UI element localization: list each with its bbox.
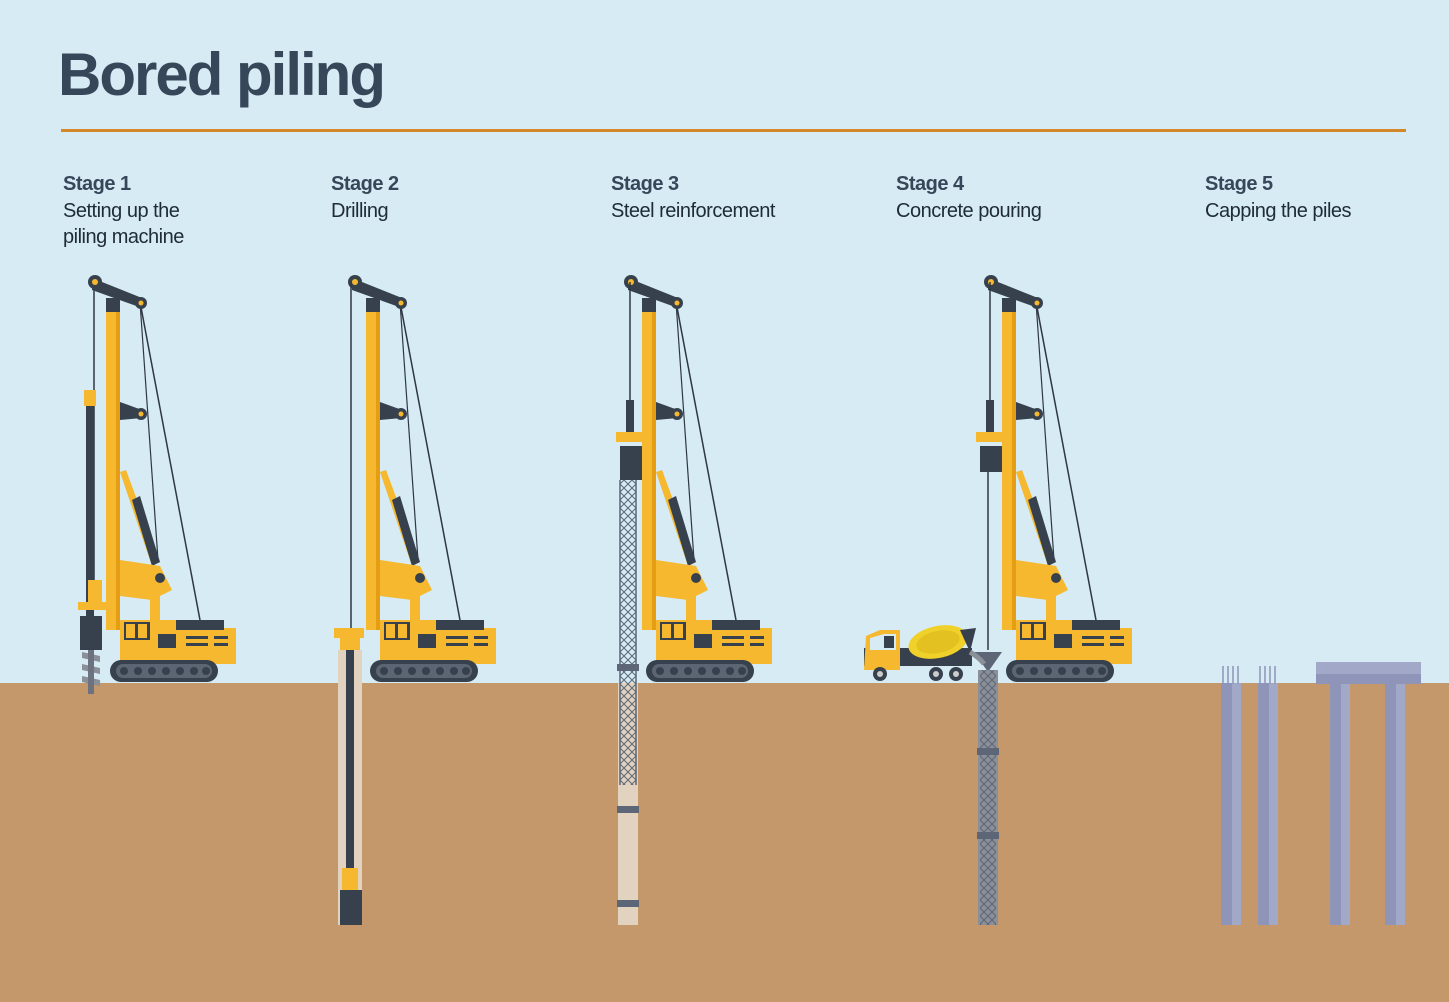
concrete-mixer-truck [864, 625, 987, 681]
ground [0, 683, 1449, 1002]
stage-3-description: Steel reinforcement [611, 198, 775, 224]
stage-1-description: Setting up the piling machine [63, 198, 184, 250]
stage-4-description: Concrete pouring [896, 198, 1042, 224]
stage-5-caption: Stage 5 Capping the piles [1205, 173, 1352, 224]
stage-3-label: Stage 3 [611, 173, 679, 195]
stage-5-label: Stage 5 [1205, 173, 1273, 195]
stage-1-label: Stage 1 [63, 173, 131, 195]
page-title: Bored piling [58, 41, 386, 108]
stage-5-desc-line-1: Capping the piles [1205, 200, 1352, 222]
stage-1-desc-line-1: Setting up the [63, 200, 180, 222]
stage-4-caption: Stage 4 Concrete pouring [896, 173, 1042, 224]
stage-2-caption: Stage 2 Drilling [331, 173, 399, 224]
stage-1-caption: Stage 1 Setting up the piling machine [63, 173, 184, 250]
stage-4-label: Stage 4 [896, 173, 964, 195]
capped-pile-group [1316, 662, 1421, 925]
stage-5-finished-piles [1221, 662, 1421, 925]
stage-3-caption: Stage 3 Steel reinforcement [611, 173, 775, 224]
stage-1-piling-rig [78, 0, 237, 694]
stage-4-desc-line-1: Concrete pouring [896, 200, 1042, 222]
pile-column [1258, 666, 1278, 925]
title-divider [61, 129, 1406, 132]
stage-4-piling-rig [974, 0, 1133, 925]
stage-5-description: Capping the piles [1205, 198, 1352, 224]
stage-3-piling-rig [616, 0, 773, 925]
stage-2-label: Stage 2 [331, 173, 399, 195]
stage-1-desc-line-2: piling machine [63, 226, 184, 248]
stage-2-piling-rig [334, 0, 497, 925]
stage-2-desc-line-1: Drilling [331, 200, 389, 222]
pile-column [1221, 666, 1241, 925]
stage-3-desc-line-1: Steel reinforcement [611, 200, 775, 222]
stage-2-description: Drilling [331, 198, 399, 224]
